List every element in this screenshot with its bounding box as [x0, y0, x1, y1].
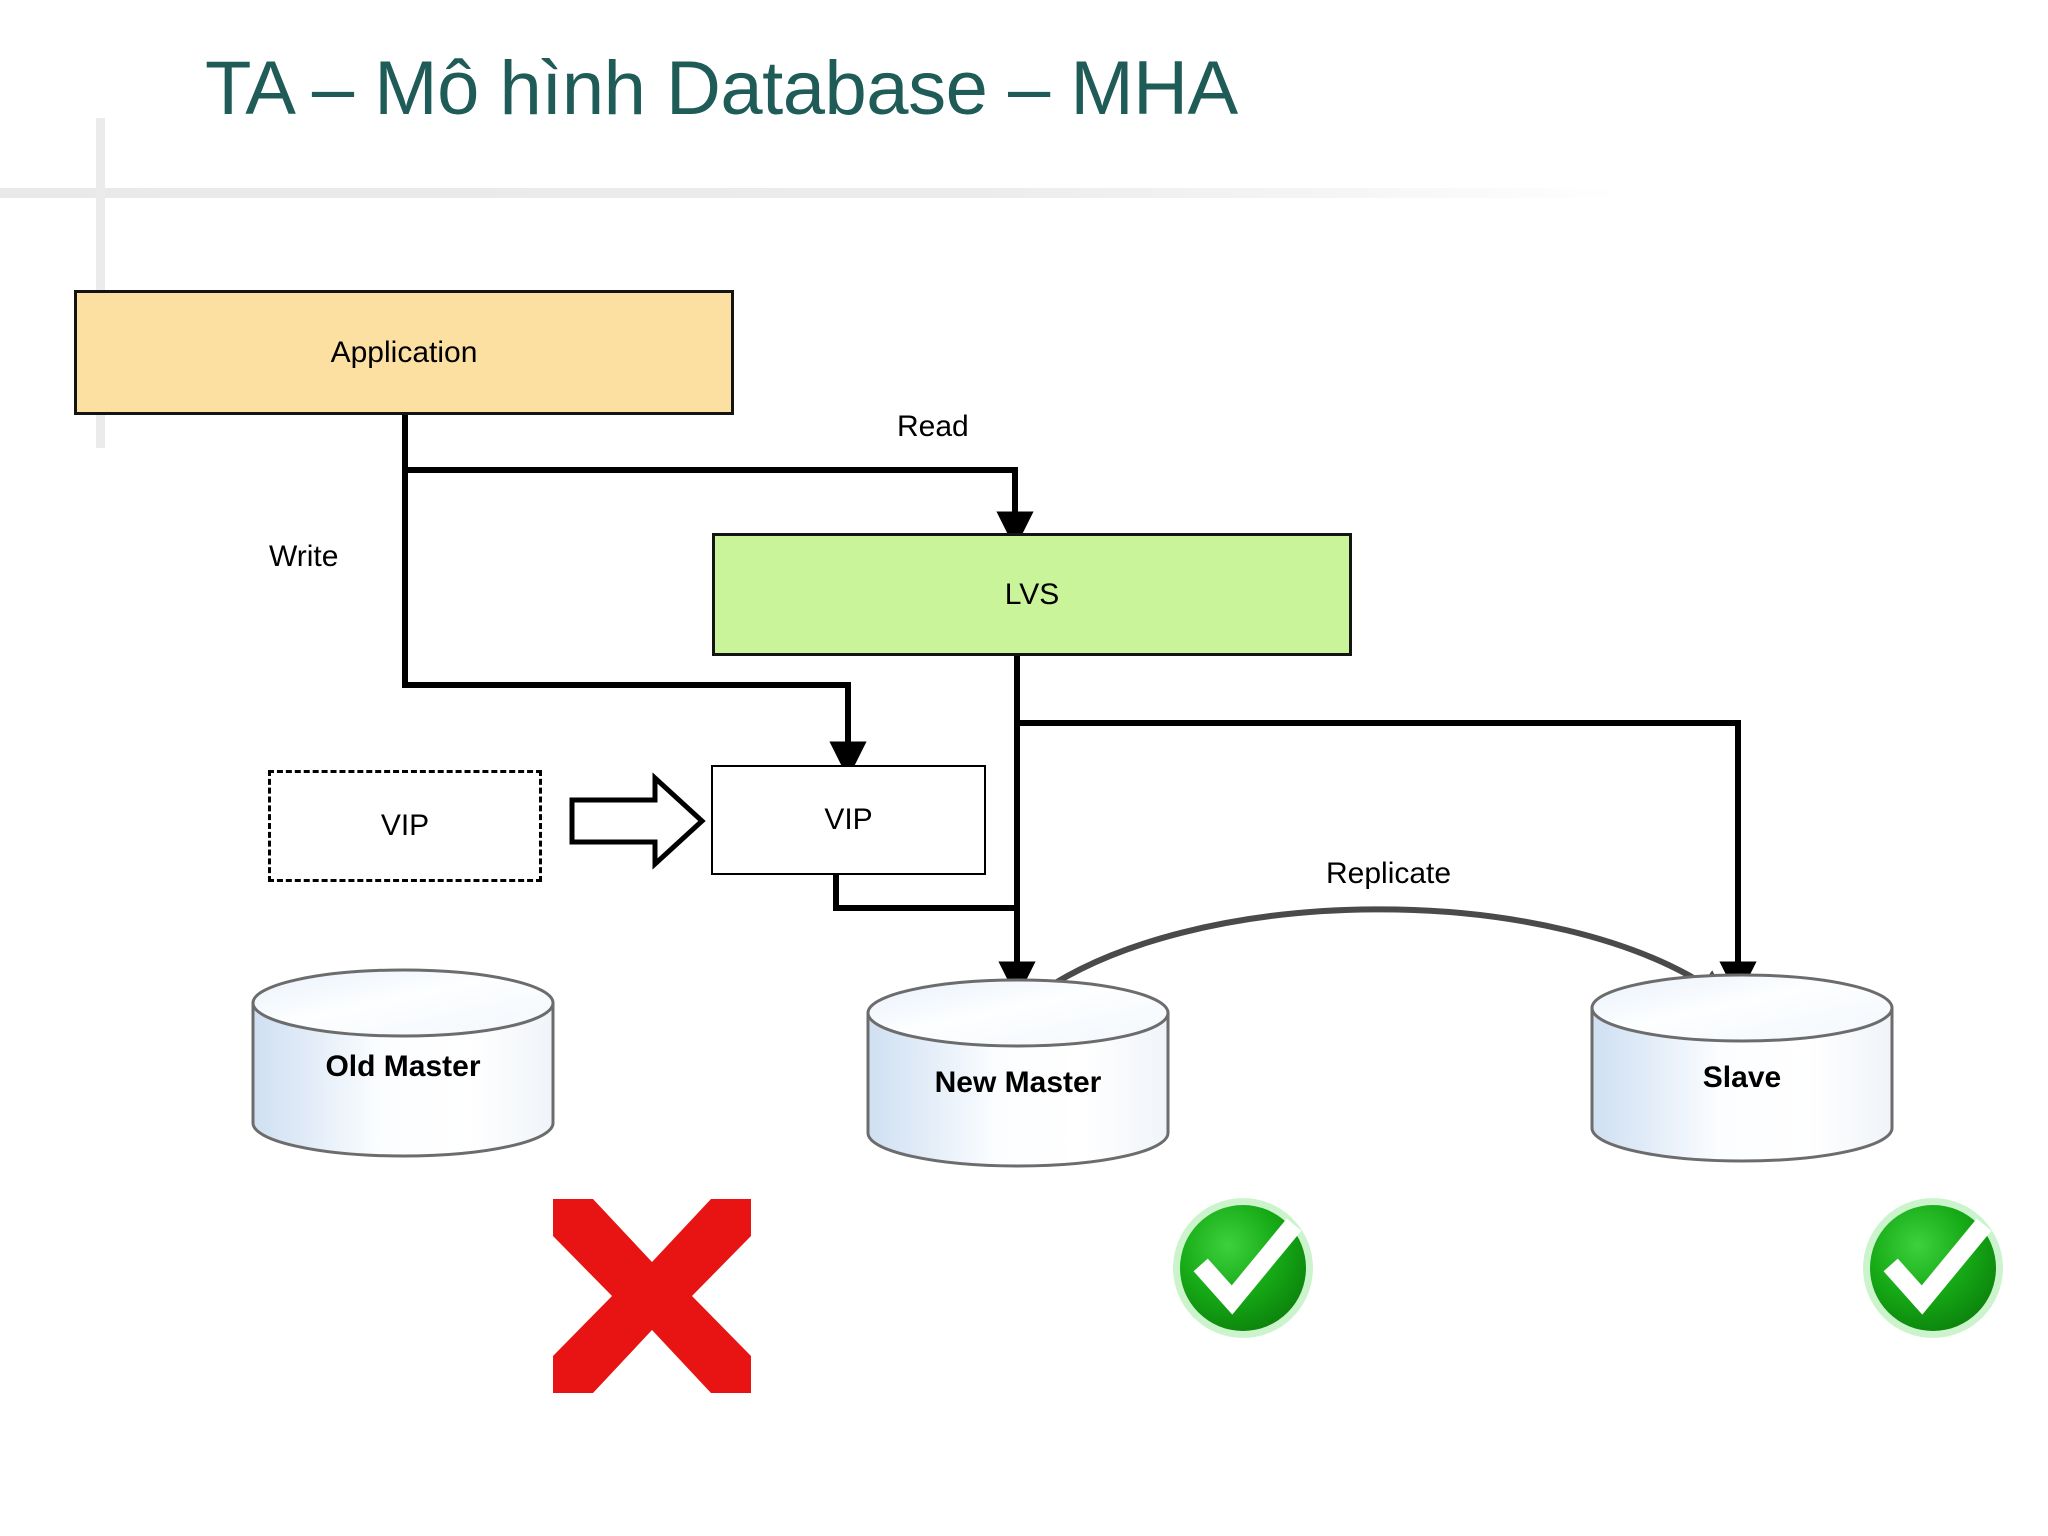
node-application[interactable]: Application: [74, 290, 734, 415]
node-vip-old[interactable]: VIP: [268, 770, 542, 882]
red-x-icon: [525, 1185, 655, 1315]
decorative-vertical-rule: [96, 118, 105, 448]
edge-label-write: Write: [269, 540, 339, 573]
node-lvs-label: LVS: [1004, 577, 1060, 611]
node-vip-new-label: VIP: [824, 803, 873, 836]
green-check-icon: [1155, 1185, 1285, 1315]
database-slave-label: Slave: [1702, 1061, 1782, 1094]
edge-label-read: Read: [897, 410, 969, 443]
decorative-horizontal-rule: [0, 188, 1620, 198]
node-vip-new[interactable]: VIP: [711, 765, 986, 875]
green-check-icon: [1845, 1185, 1975, 1315]
page-title: TA – Mô hình Database – MHA: [205, 46, 1238, 131]
edge-label-replicate: Replicate: [1326, 857, 1452, 890]
database-old-master[interactable]: Old Master: [253, 970, 553, 1160]
database-old-master-label: Old Master: [325, 1050, 481, 1083]
database-slave[interactable]: Slave: [1592, 975, 1892, 1165]
database-new-master-label: New Master: [934, 1066, 1102, 1099]
node-application-label: Application: [330, 335, 478, 369]
node-lvs[interactable]: LVS: [712, 533, 1352, 656]
node-vip-old-label: VIP: [380, 809, 430, 842]
database-new-master[interactable]: New Master: [868, 980, 1168, 1170]
